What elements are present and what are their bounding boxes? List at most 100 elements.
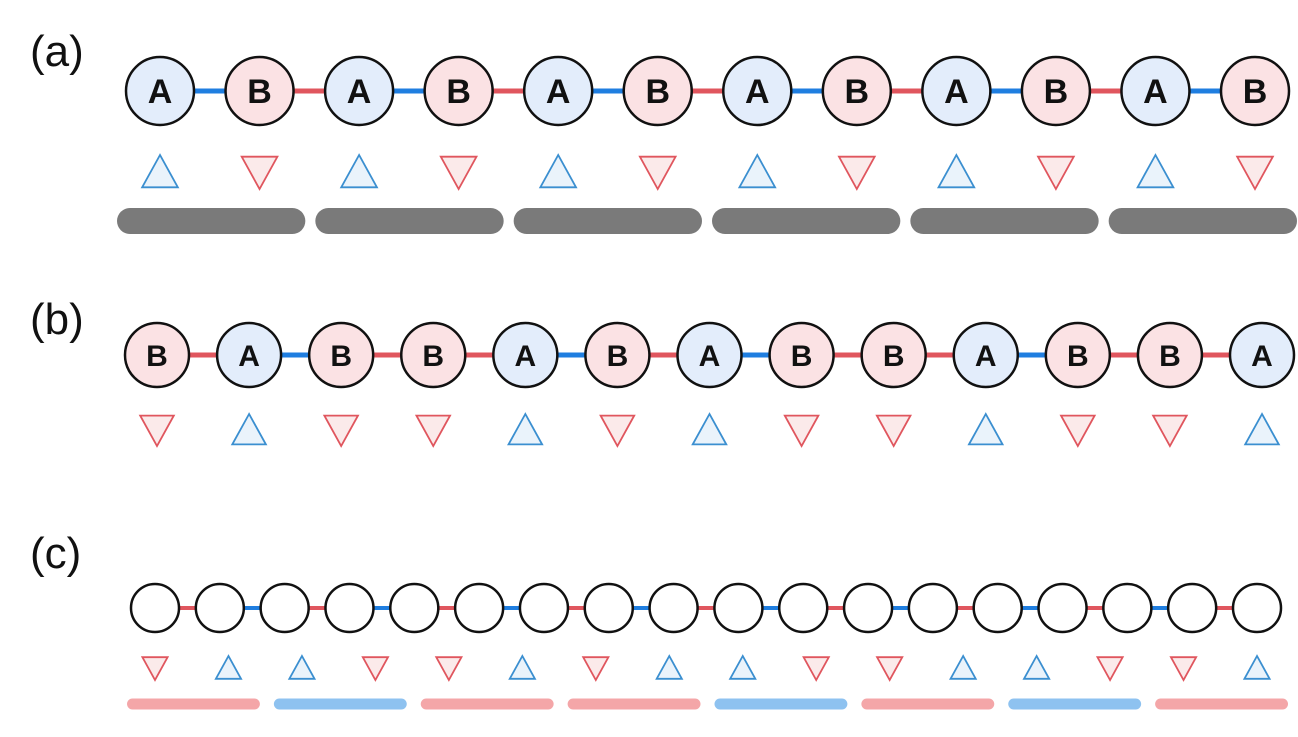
- site-circle: [129, 582, 181, 634]
- site-label: B: [146, 340, 168, 373]
- site-label: B: [330, 340, 352, 373]
- site-b: B: [224, 55, 295, 127]
- site-circle: [821, 55, 893, 127]
- spin-down-triangle: [1151, 414, 1189, 448]
- site-a: A: [522, 55, 594, 127]
- site-label: A: [546, 73, 571, 111]
- site-label: A: [975, 340, 997, 373]
- site-label: B: [607, 340, 629, 373]
- site-b: B: [768, 321, 835, 389]
- site-label: A: [1143, 73, 1168, 111]
- site-circle: [259, 582, 310, 634]
- site-a: A: [1228, 321, 1296, 389]
- site-circle: [972, 582, 1023, 634]
- site-label: B: [422, 340, 444, 373]
- site-b: B: [123, 321, 191, 389]
- site-label: B: [1159, 340, 1181, 373]
- site-circle: [1044, 321, 1112, 389]
- site-a: A: [323, 55, 395, 127]
- site-label: A: [1251, 340, 1273, 373]
- spin-up-triangle: [339, 153, 379, 189]
- site-empty: [1231, 582, 1283, 634]
- site-a: A: [492, 321, 559, 389]
- site-label: B: [446, 73, 471, 111]
- site-label: A: [238, 340, 260, 373]
- site-circle: [522, 55, 594, 127]
- spin-down-triangle: [875, 414, 912, 448]
- site-circle: [124, 55, 196, 127]
- site-circle: [768, 321, 835, 389]
- site-label: B: [1067, 340, 1089, 373]
- spin-up-triangle: [230, 412, 268, 446]
- site-b: B: [307, 321, 375, 389]
- spin-down-triangle: [783, 414, 820, 448]
- site-circle: [907, 582, 959, 634]
- site-circle: [1102, 582, 1153, 634]
- light-blue-dimer-bar: [273, 698, 407, 710]
- site-circle: [622, 55, 693, 127]
- site-circle: [1037, 582, 1088, 634]
- site-circle: [713, 582, 764, 634]
- site-b: B: [860, 321, 927, 389]
- site-circle: [1136, 321, 1204, 389]
- site-a: A: [1120, 55, 1191, 127]
- site-circle: [952, 321, 1019, 389]
- spin-down-triangle: [875, 656, 904, 682]
- spin-down-triangle: [1235, 155, 1275, 191]
- site-circle: [860, 321, 927, 389]
- spin-down-triangle: [240, 155, 279, 191]
- site-a: A: [124, 55, 196, 127]
- site-empty: [842, 582, 894, 634]
- spin-up-triangle: [1022, 654, 1051, 680]
- spin-up-triangle: [287, 654, 317, 680]
- spin-down-triangle: [599, 414, 636, 448]
- gray-dimer-bar: [315, 208, 504, 234]
- site-label: B: [247, 73, 272, 111]
- spin-up-triangle: [508, 654, 537, 680]
- site-circle: [518, 582, 570, 634]
- site-circle: [194, 582, 246, 634]
- site-empty: [518, 582, 570, 634]
- site-label: A: [514, 340, 536, 373]
- site-empty: [713, 582, 764, 634]
- site-empty: [972, 582, 1023, 634]
- site-empty: [1037, 582, 1088, 634]
- site-circle: [1020, 55, 1092, 127]
- spin-down-triangle: [322, 414, 360, 448]
- spin-up-triangle: [1242, 654, 1272, 680]
- site-b: B: [1044, 321, 1112, 389]
- site-empty: [324, 582, 375, 634]
- site-label: A: [745, 73, 770, 111]
- site-circle: [584, 321, 651, 389]
- gray-dimer-bar: [513, 208, 702, 234]
- spin-down-triangle: [638, 155, 678, 191]
- site-circle: [324, 582, 375, 634]
- site-empty: [453, 582, 505, 634]
- spin-down-triangle: [1095, 656, 1125, 682]
- site-label: A: [347, 73, 372, 111]
- site-circle: [492, 321, 559, 389]
- spin-up-triangle: [1136, 153, 1175, 189]
- site-empty: [389, 582, 440, 634]
- site-label: B: [845, 73, 870, 111]
- site-b: B: [622, 55, 693, 127]
- pink-dimer-bar: [127, 698, 260, 710]
- site-circle: [215, 321, 283, 389]
- spin-up-triangle: [949, 654, 978, 680]
- spin-up-triangle: [936, 153, 976, 189]
- site-circle: [583, 582, 635, 634]
- site-circle: [400, 321, 467, 389]
- site-label: B: [883, 340, 905, 373]
- spin-down-triangle: [1169, 656, 1198, 682]
- spin-down-triangle: [837, 155, 877, 191]
- site-circle: [1120, 55, 1191, 127]
- site-b: B: [584, 321, 651, 389]
- spin-up-triangle: [507, 412, 544, 446]
- site-label: B: [1243, 73, 1268, 111]
- site-circle: [453, 582, 505, 634]
- site-empty: [1166, 582, 1218, 634]
- site-circle: [323, 55, 395, 127]
- spin-down-triangle: [439, 155, 479, 191]
- panel-label: (a): [30, 27, 84, 76]
